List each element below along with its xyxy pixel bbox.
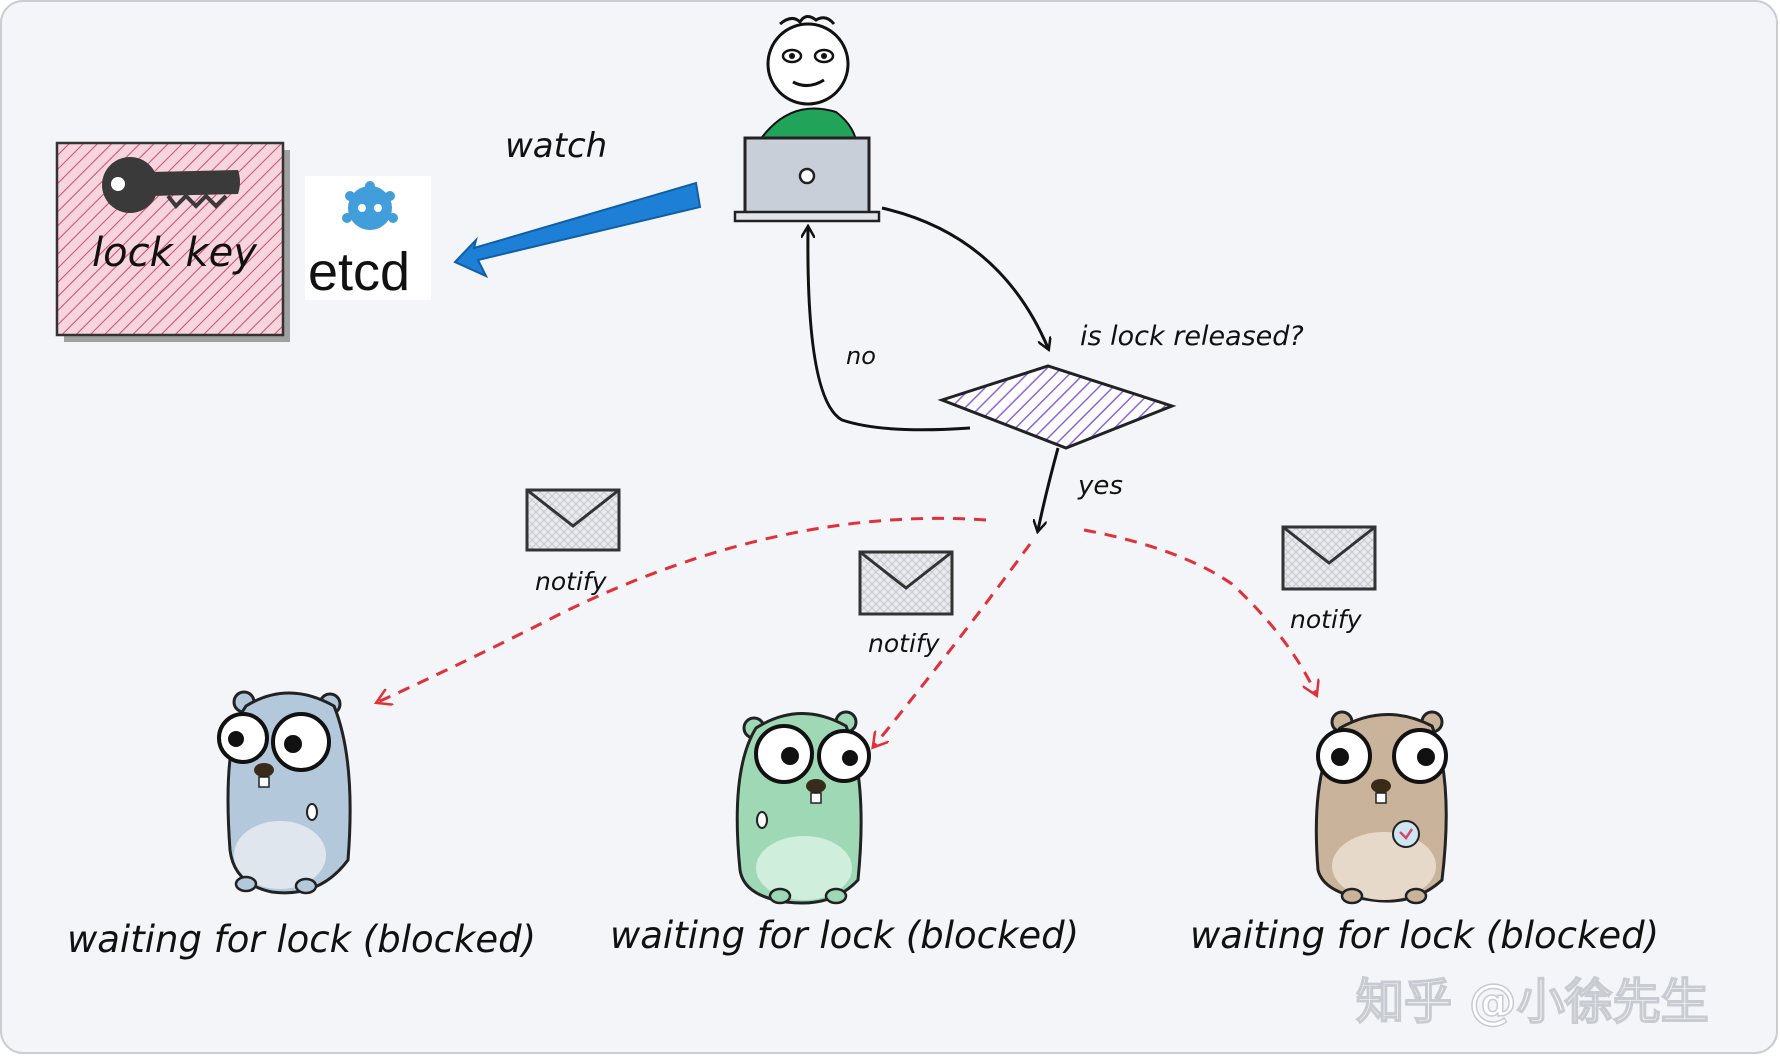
to-decision-arrow xyxy=(881,206,1048,348)
decision-yes-label: yes xyxy=(1077,471,1123,501)
person-with-laptop xyxy=(733,15,881,223)
lock-key-box: lock key xyxy=(55,141,290,342)
gopher-tan xyxy=(1314,710,1448,905)
yes-arrow xyxy=(1038,447,1060,530)
notify-label-1: notify xyxy=(535,567,608,596)
person-head xyxy=(766,22,850,106)
notify-label-2: notify xyxy=(868,629,941,658)
decision-question: is lock released? xyxy=(1080,321,1304,352)
envelope-icon xyxy=(858,550,954,616)
gopher-caption-1: waiting for lock (blocked) xyxy=(67,918,536,961)
notify-arrow-1 xyxy=(378,516,987,702)
notify-arrow-2 xyxy=(874,543,1032,746)
badge-icon xyxy=(1392,820,1420,848)
watch-arrow xyxy=(453,181,702,279)
lock-key-label: lock key xyxy=(92,230,258,276)
gopher-caption-3: waiting for lock (blocked) xyxy=(1190,914,1659,957)
etcd-logo: etcd xyxy=(305,176,431,302)
gopher-caption-2: waiting for lock (blocked) xyxy=(610,914,1079,957)
etcd-label: etcd xyxy=(308,242,410,302)
envelope-icon xyxy=(1281,525,1377,591)
key-icon xyxy=(102,157,240,213)
decision-no-label: no xyxy=(846,342,876,370)
no-loop-arrow xyxy=(808,228,971,432)
etcd-icon xyxy=(342,181,398,230)
watch-label: watch xyxy=(505,126,607,166)
notify-arrow-3 xyxy=(1083,528,1316,694)
envelope-icon xyxy=(525,488,621,552)
decision-diamond xyxy=(937,364,1177,450)
notify-label-3: notify xyxy=(1290,605,1363,634)
person-shirt xyxy=(758,107,858,141)
gopher-blue xyxy=(217,690,352,895)
gopher-green xyxy=(735,710,871,905)
watermark: 知乎 @小徐先生 xyxy=(1356,974,1709,1030)
laptop-icon xyxy=(733,136,881,223)
